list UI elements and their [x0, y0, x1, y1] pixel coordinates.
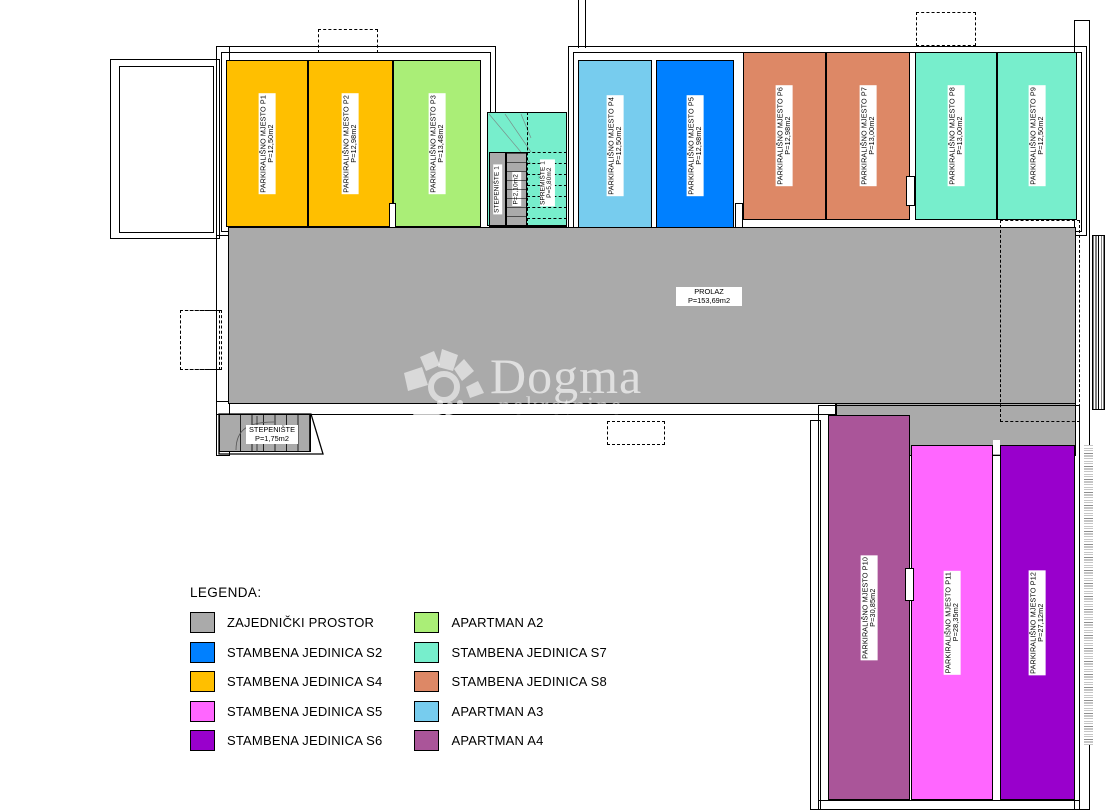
legend-swatch [190, 700, 215, 722]
parking-stall-p9[interactable]: PARKIRALIŠNO MJESTO P9 P=12,50m2 [997, 52, 1077, 220]
legend-swatch [190, 612, 215, 633]
parking-stall-p3[interactable]: PARKIRALIŠNO MJESTO P3 P=13,48m2 [393, 60, 481, 227]
right-wall-hatching [1092, 235, 1105, 410]
legend-item[interactable]: APARTMAN A2 [414, 612, 606, 633]
door-gap-p10-p11 [993, 440, 1000, 454]
door-gap-p2-p3 [389, 203, 396, 229]
legend-label: APARTMAN A3 [451, 703, 544, 719]
left-dashed-detail [180, 310, 222, 370]
left-annex-inner-wall [119, 66, 214, 233]
hall-dashed-outline-right [1000, 220, 1080, 422]
legend-label: ZAJEDNIČKI PROSTOR [227, 615, 375, 630]
parking-stall-p10[interactable]: PARKIRALIŠNO MJESTO P10 P=30,85m2 [828, 415, 910, 800]
top-dashed-balcony-left [318, 29, 378, 53]
legend-label: STAMBENA JEDINICA S7 [451, 644, 607, 660]
legend-item[interactable]: STAMBENA JEDINICA S5 [190, 700, 383, 722]
legend-item[interactable]: STAMBENA JEDINICA S2 [190, 641, 383, 663]
top-dashed-balcony-right [916, 12, 976, 46]
parking-stall-p4[interactable]: PARKIRALIŠNO MJESTO P4 P=12,50m2 [578, 60, 652, 232]
legend-swatch [414, 700, 440, 722]
parking-stall-label: PARKIRALIŠNO MJESTO P7 P=13,00m2 [859, 86, 877, 186]
door-gap-p7-p8 [906, 176, 915, 206]
legend-swatch [414, 671, 440, 692]
storage-dashed-divider-v [527, 112, 528, 226]
parking-stall-label: PARKIRALIŠNO MJESTO P3 P=13,48m2 [428, 93, 446, 194]
storage-1-room[interactable]: SPREMIŠTE 1 P=5,80m2 [529, 140, 565, 226]
legend: LEGENDA: ZAJEDNIČKI PROSTOR STAMBENA JED… [190, 585, 610, 751]
legend-column-right: APARTMAN A2 STAMBENA JEDINICA S7 STAMBEN… [414, 612, 607, 751]
legend-label: STAMBENA JEDINICA S6 [227, 733, 383, 748]
lower-stairwell-label: STEPENIŠTE P=1,75m2 [246, 425, 298, 444]
legend-swatch [190, 671, 215, 692]
legend-item[interactable]: APARTMAN A4 [414, 730, 606, 751]
parking-stall-p11[interactable]: PARKIRALIŠNO MJESTO P11 P=28,35m2 [911, 445, 993, 800]
parking-stall-label: PARKIRALIŠNO MJESTO P11 P=28,35m2 [943, 570, 961, 675]
legend-swatch [414, 730, 440, 751]
legend-swatch [190, 730, 215, 751]
legend-label: STAMBENA JEDINICA S2 [227, 644, 383, 660]
parking-stall-p7[interactable]: PARKIRALIŠNO MJESTO P7 P=13,00m2 [826, 52, 910, 220]
left-annex-outer-wall [110, 59, 220, 239]
door-opening-p10 [905, 568, 914, 601]
storage-1-label: SPREMIŠTE 1 P=5,80m2 [539, 160, 555, 206]
parking-stall-label: PARKIRALIŠNO MJESTO P2 P=12,98m2 [341, 93, 359, 194]
parking-stall-label: PARKIRALIŠNO MJESTO P9 P=12,50m2 [1028, 86, 1046, 186]
legend-column-left: ZAJEDNIČKI PROSTOR STAMBENA JEDINICA S2 … [190, 612, 382, 751]
parking-stall-label: PARKIRALIŠNO MJESTO P12 P=27,12m2 [1028, 570, 1046, 675]
top-column-line-2 [585, 0, 586, 48]
legend-item[interactable]: ZAJEDNIČKI PROSTOR [190, 612, 382, 633]
storage-dashed-shelf-1 [527, 152, 567, 153]
parking-stall-p1[interactable]: PARKIRALIŠNO MJESTO P1 P=12,50m2 [226, 60, 308, 227]
storage-dashed-shelf-6 [527, 207, 567, 208]
parking-stall-p6[interactable]: PARKIRALIŠNO MJESTO P6 P=12,98m2 [743, 52, 826, 220]
legend-label: STAMBENA JEDINICA S4 [227, 674, 383, 689]
legend-item[interactable]: STAMBENA JEDINICA S7 [414, 641, 607, 663]
prolaz-label: PROLAZ P=153,69m2 [676, 287, 742, 306]
stairwell-1-room[interactable]: STEPENIŠTE 1 [489, 152, 506, 226]
legend-item[interactable]: APARTMAN A3 [414, 700, 606, 722]
legend-item[interactable]: STAMBENA JEDINICA S6 [190, 730, 382, 751]
lower-stairwell-outline [218, 413, 324, 455]
parking-stall-p8[interactable]: PARKIRALIŠNO MJESTO P8 P=13,00m2 [915, 52, 997, 220]
storage-dashed-shelf-7 [527, 218, 567, 219]
stairwell-1-label: STEPENIŠTE 1 [493, 164, 502, 214]
hall-dashed-outline-center [607, 421, 665, 445]
legend-label: APARTMAN A2 [451, 615, 544, 630]
lower-block-left-wall [810, 420, 821, 810]
parking-stall-label: PARKIRALIŠNO MJESTO P1 P=12,50m2 [258, 93, 276, 194]
stair-tread-lines [506, 152, 527, 226]
bottom-detail-line [818, 800, 1080, 810]
legend-label: STAMBENA JEDINICA S5 [227, 703, 383, 719]
parking-stall-label: PARKIRALIŠNO MJESTO P10 P=30,85m2 [860, 555, 878, 660]
parking-stall-p2[interactable]: PARKIRALIŠNO MJESTO P2 P=12,98m2 [308, 60, 393, 227]
legend-item[interactable]: STAMBENA JEDINICA S4 [190, 671, 382, 692]
parking-stall-p5[interactable]: PARKIRALIŠNO MJESTO P5 P=12,98m2 [656, 60, 734, 232]
legend-title: LEGENDA: [190, 585, 262, 600]
legend-swatch [190, 641, 215, 663]
parking-stall-label: PARKIRALIŠNO MJESTO P6 P=12,98m2 [775, 86, 793, 186]
legend-label: STAMBENA JEDINICA S8 [451, 674, 607, 689]
parking-stall-label: PARKIRALIŠNO MJESTO P5 P=12,98m2 [686, 96, 704, 196]
parking-stall-p12[interactable]: PARKIRALIŠNO MJESTO P12 P=27,12m2 [1000, 445, 1075, 800]
prolaz-common-hall[interactable] [228, 227, 1076, 404]
parking-stall-label: PARKIRALIŠNO MJESTO P4 P=12,50m2 [606, 96, 624, 196]
legend-label: APARTMAN A4 [451, 733, 544, 748]
top-column-line [578, 0, 579, 48]
legend-item[interactable]: STAMBENA JEDINICA S8 [414, 671, 607, 692]
legend-swatch [414, 612, 440, 633]
parking-stall-label: PARKIRALIŠNO MJESTO P8 P=13,00m2 [947, 86, 965, 186]
legend-swatch [414, 641, 440, 663]
lower-right-wall-hatching [1084, 445, 1093, 745]
